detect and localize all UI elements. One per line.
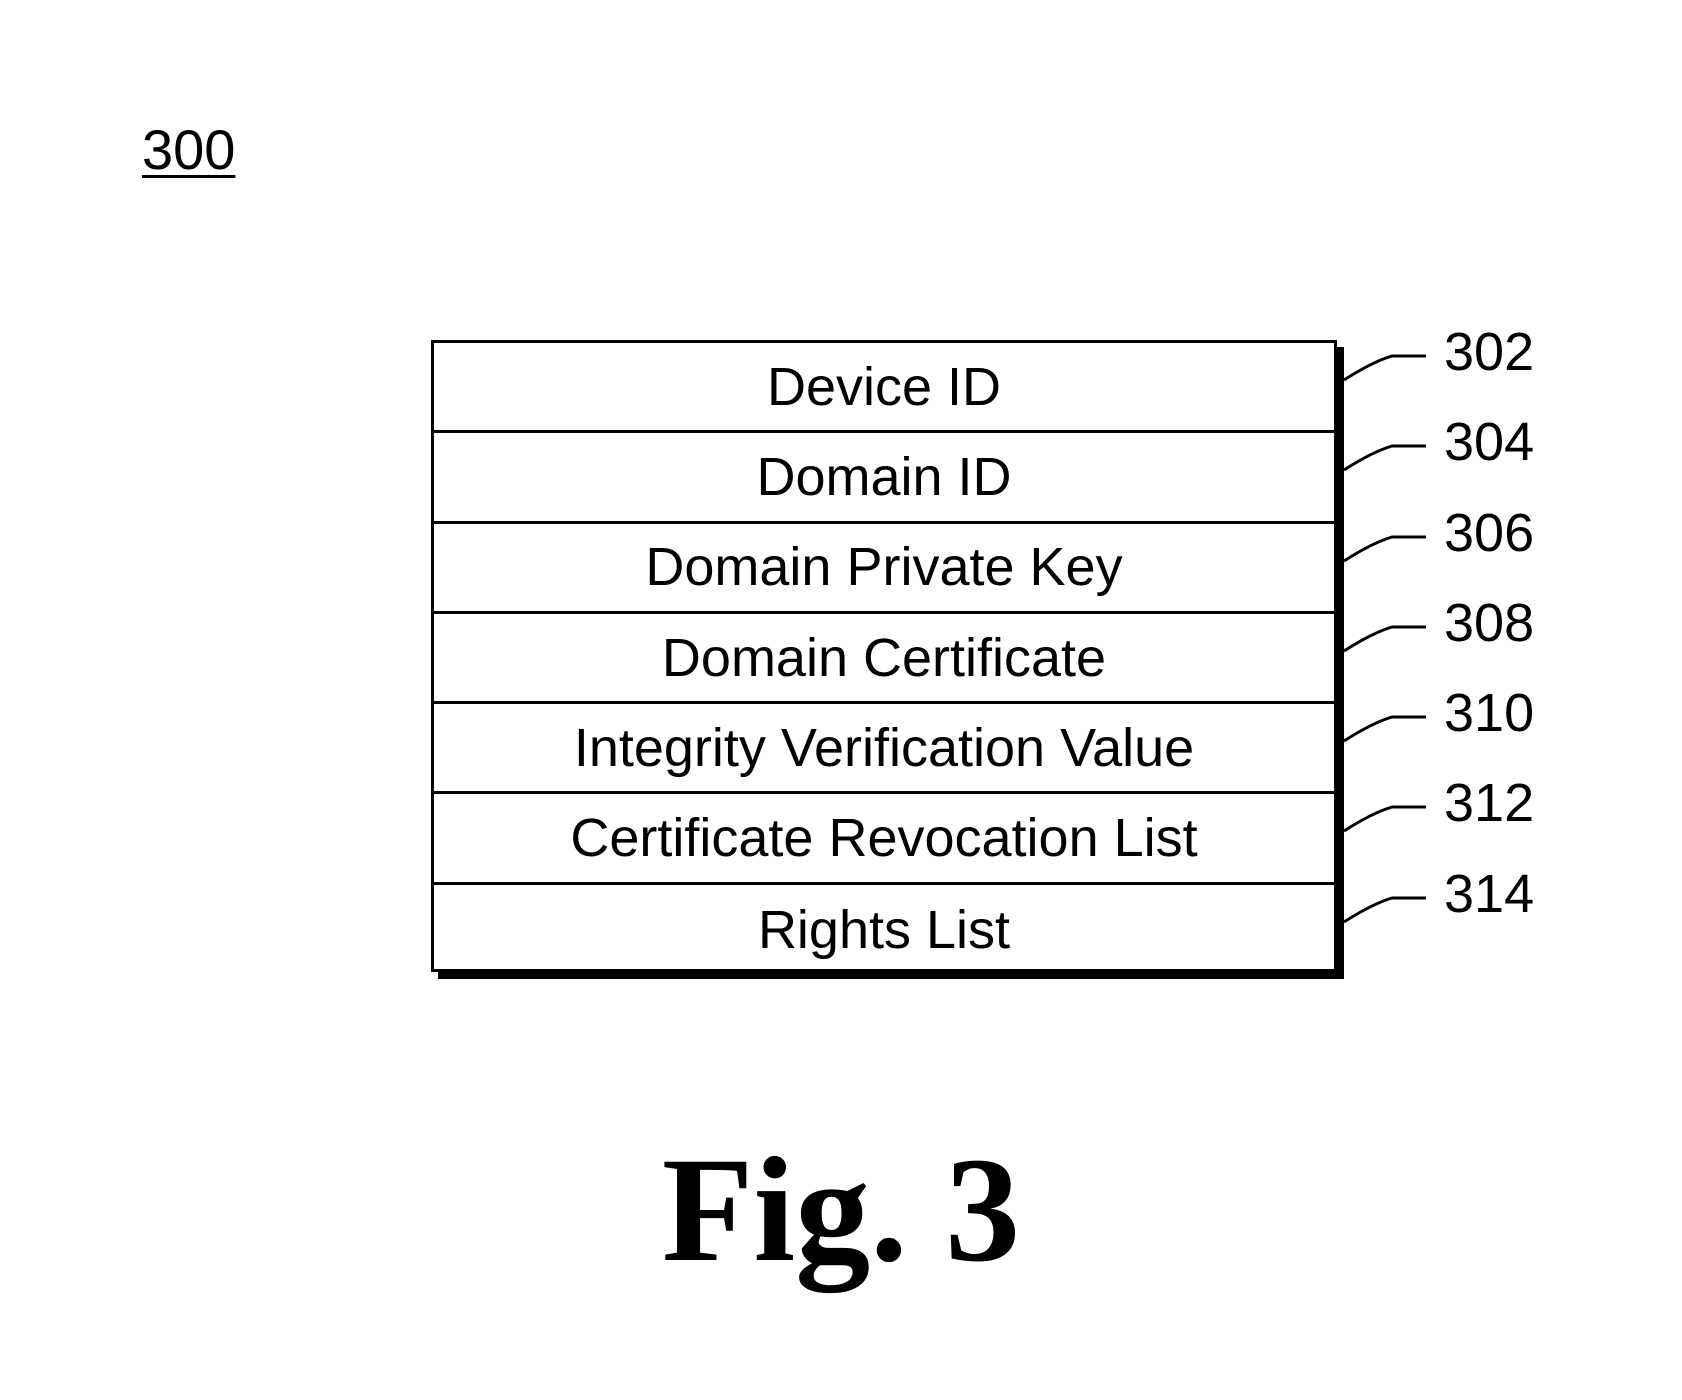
ref-label-304: 304 xyxy=(1444,412,1534,472)
data-structure-stack: Device ID Domain ID Domain Private Key D… xyxy=(431,340,1337,972)
ref-label-306: 306 xyxy=(1444,503,1534,563)
figure-caption: Fig. 3 xyxy=(0,1130,1682,1290)
field-row-device-id: Device ID xyxy=(434,343,1334,433)
field-row-domain-private-key: Domain Private Key xyxy=(434,524,1334,614)
ref-label-308: 308 xyxy=(1444,593,1534,653)
leader-line-306 xyxy=(1344,537,1426,561)
ref-label-310: 310 xyxy=(1444,683,1534,743)
ref-label-314: 314 xyxy=(1444,864,1534,924)
leader-line-308 xyxy=(1344,627,1426,651)
ref-label-312: 312 xyxy=(1444,773,1534,833)
leader-line-310 xyxy=(1344,717,1426,741)
leader-line-312 xyxy=(1344,807,1426,831)
field-row-integrity-verification-value: Integrity Verification Value xyxy=(434,704,1334,794)
figure-reference-number: 300 xyxy=(142,118,235,182)
leader-line-304 xyxy=(1344,446,1426,470)
leader-line-314 xyxy=(1344,898,1426,922)
field-row-rights-list: Rights List xyxy=(434,885,1334,975)
leader-line-302 xyxy=(1344,356,1426,380)
field-row-certificate-revocation-list: Certificate Revocation List xyxy=(434,794,1334,884)
field-row-domain-id: Domain ID xyxy=(434,433,1334,523)
ref-label-302: 302 xyxy=(1444,322,1534,382)
field-row-domain-certificate: Domain Certificate xyxy=(434,614,1334,704)
